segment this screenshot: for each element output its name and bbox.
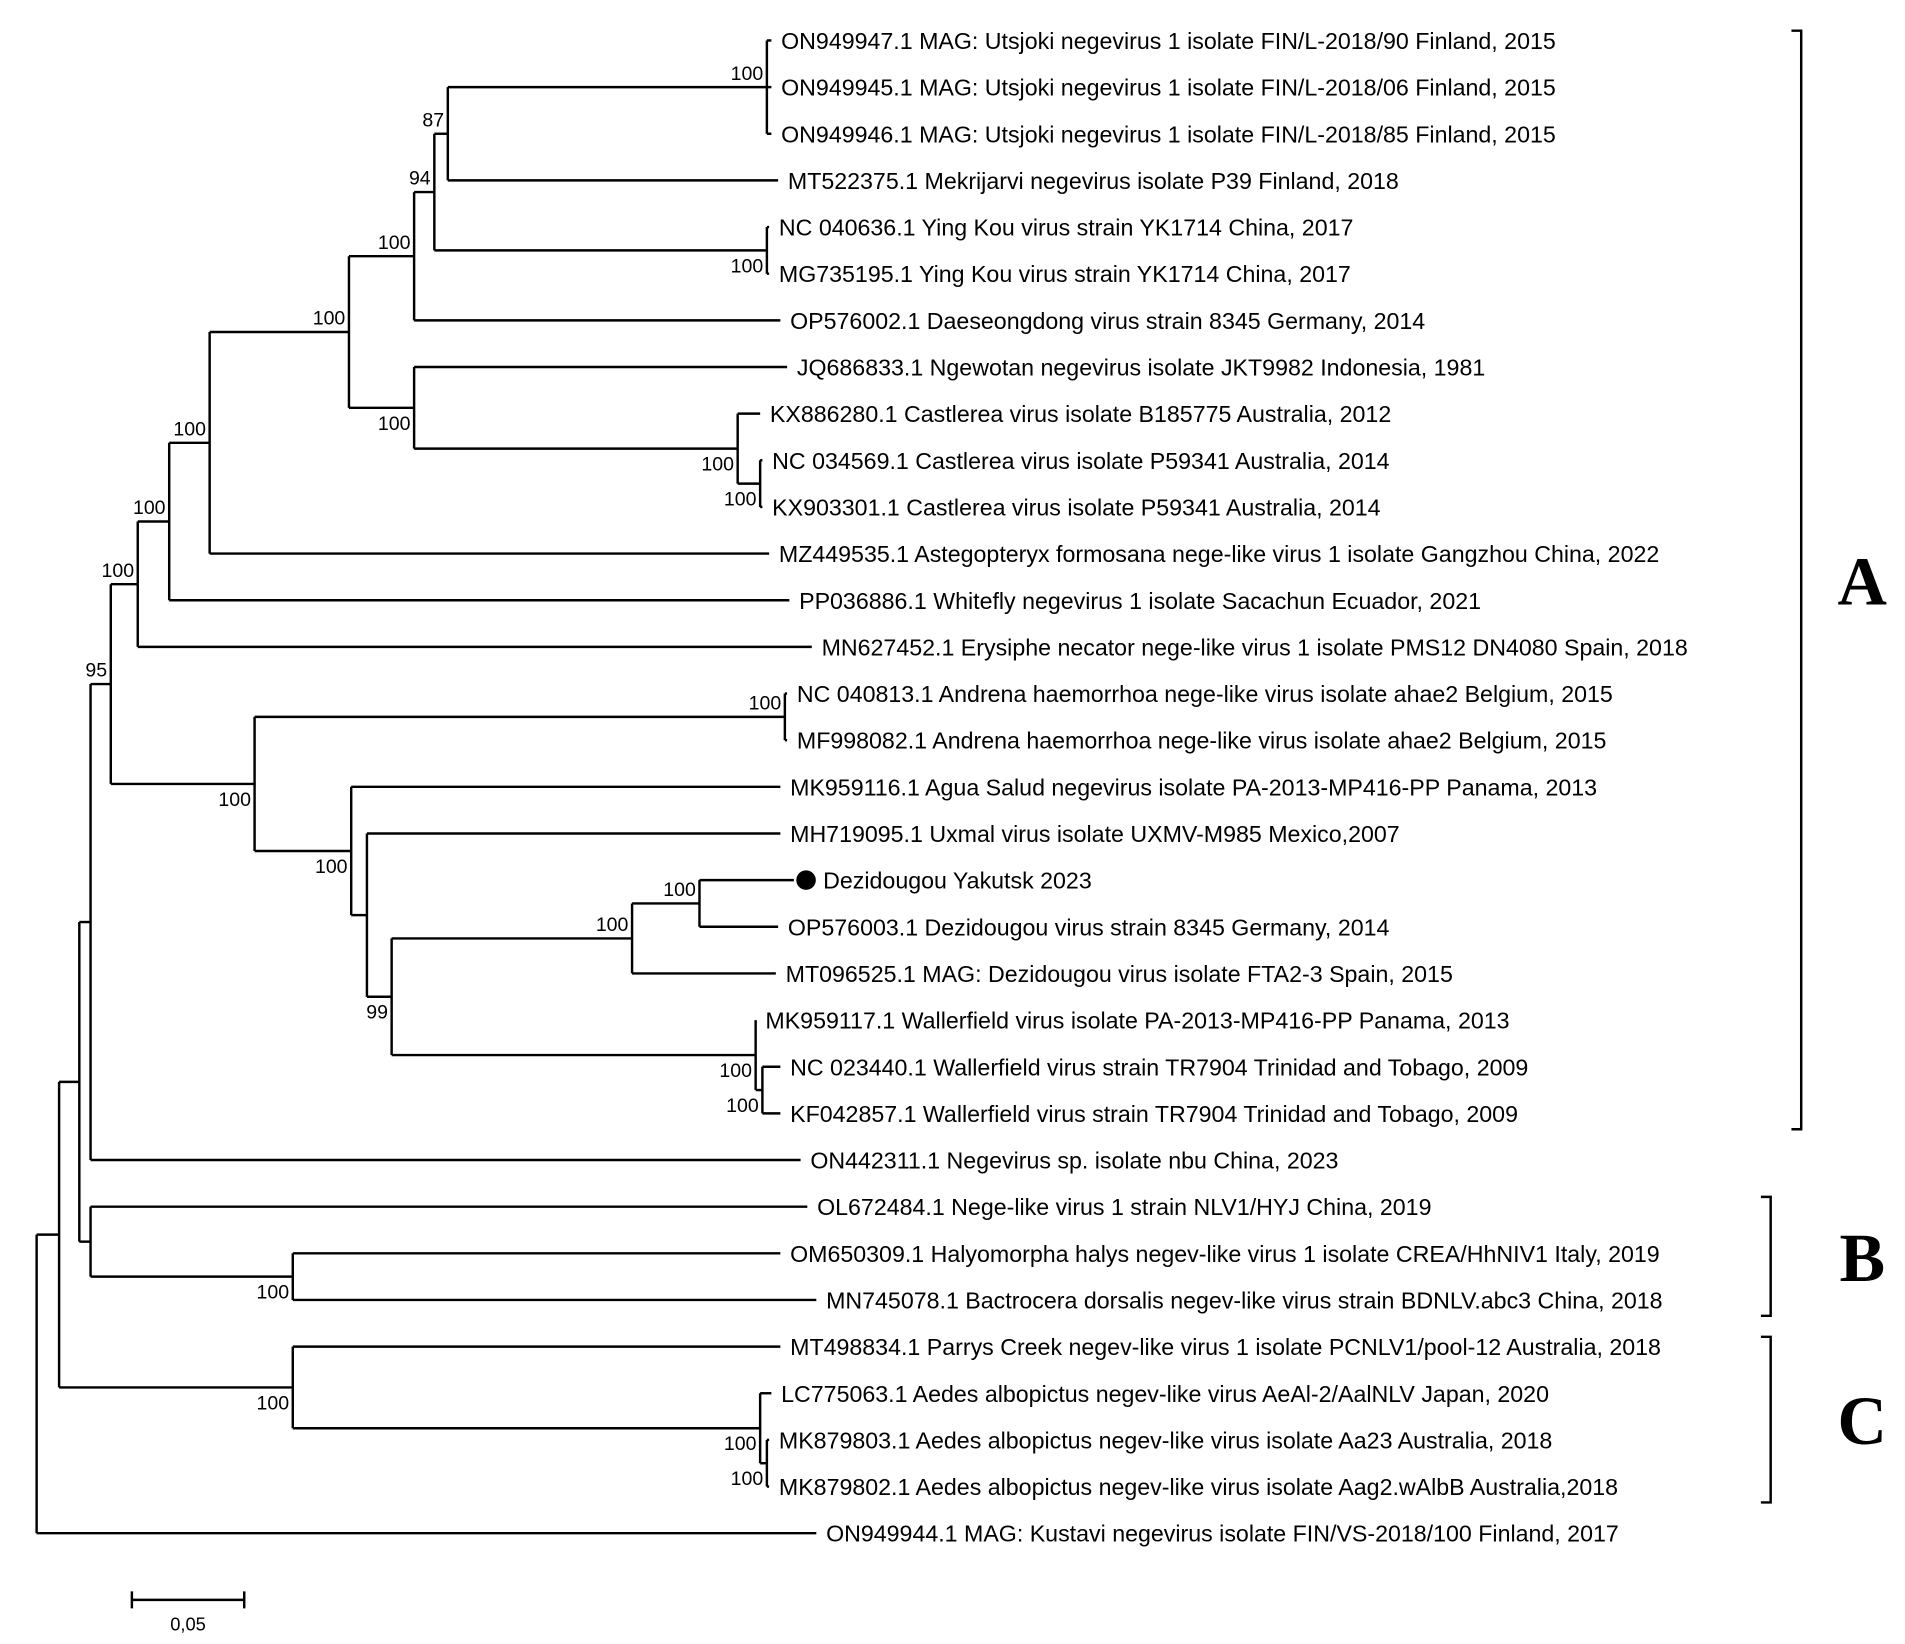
taxon-label: ON949947.1 MAG: Utsjoki negevirus 1 isol… xyxy=(781,28,1556,54)
taxon-label: Dezidougou Yakutsk 2023 xyxy=(823,868,1092,894)
bootstrap-value: 94 xyxy=(409,168,431,190)
taxon-label: MZ449535.1 Astegopteryx formosana nege-l… xyxy=(779,541,1659,567)
clade-bracket xyxy=(1760,1335,1772,1504)
taxon-label: ON949945.1 MAG: Utsjoki negevirus 1 isol… xyxy=(781,75,1556,101)
bootstrap-value: 100 xyxy=(133,497,166,519)
bootstrap-value: 100 xyxy=(313,308,346,330)
bootstrap-value: 100 xyxy=(726,1095,759,1117)
bootstrap-value: 100 xyxy=(731,255,764,277)
bootstrap-value: 100 xyxy=(731,63,764,85)
taxon-label: ON949946.1 MAG: Utsjoki negevirus 1 isol… xyxy=(781,121,1556,147)
bootstrap-value: 100 xyxy=(378,232,411,254)
bootstrap-value: 100 xyxy=(701,454,734,476)
bootstrap-value: 100 xyxy=(596,914,629,936)
bootstrap-value: 100 xyxy=(378,413,411,435)
tree-labels: 95 100 100 100 100 100 94 87 100 ON949947.1 MAG: … xyxy=(85,28,1687,1547)
scale-bar-line xyxy=(130,1591,246,1609)
filled-circle-marker xyxy=(796,870,816,890)
taxon-label: NC 040813.1 Andrena haemorrhoa nege-like… xyxy=(797,681,1613,707)
taxon-label: KX903301.1 Castlerea virus isolate P5934… xyxy=(772,494,1381,520)
bootstrap-value: 100 xyxy=(257,1392,290,1414)
scale-bar-label: 0,05 xyxy=(170,1613,206,1634)
clade-bracket xyxy=(1791,29,1803,1131)
taxon-label: NC 034569.1 Castlerea virus isolate P593… xyxy=(772,448,1390,474)
taxon-label: MK879803.1 Aedes albopictus negev-like v… xyxy=(779,1427,1552,1453)
bootstrap-value: 100 xyxy=(724,489,757,511)
taxon-label: MF998082.1 Andrena haemorrhoa nege-like … xyxy=(797,728,1607,754)
taxon-label: LC775063.1 Aedes albopictus negev-like v… xyxy=(781,1381,1549,1407)
bootstrap-value: 99 xyxy=(366,1002,388,1024)
clade-bracket xyxy=(1760,1195,1772,1318)
bootstrap-value: 100 xyxy=(173,418,206,440)
bootstrap-value: 95 xyxy=(85,660,107,682)
taxon-label: MK959117.1 Wallerfield virus isolate PA-… xyxy=(765,1008,1509,1034)
taxon-label: KX886280.1 Castlerea virus isolate B1857… xyxy=(770,401,1391,427)
taxon-label: JQ686833.1 Ngewotan negevirus isolate JK… xyxy=(797,355,1485,381)
bootstrap-value: 100 xyxy=(731,1468,764,1490)
bootstrap-value: 100 xyxy=(257,1282,290,1304)
clade-label: C xyxy=(1838,1383,1887,1459)
taxon-label: MK959116.1 Agua Salud negevirus isolate … xyxy=(790,774,1597,800)
taxon-label: MN627452.1 Erysiphe necator nege-like vi… xyxy=(822,634,1688,660)
tree-branches xyxy=(35,39,817,1535)
taxon-label: PP036886.1 Whitefly negevirus 1 isolate … xyxy=(799,588,1481,614)
clade-brackets: A B C xyxy=(1760,29,1887,1504)
bootstrap-value: 100 xyxy=(315,856,348,878)
scale-bar: 0,05 xyxy=(130,1591,246,1634)
bootstrap-value: 100 xyxy=(724,1433,757,1455)
taxon-label: MT096525.1 MAG: Dezidougou virus isolate… xyxy=(786,961,1453,987)
taxon-label: MK879802.1 Aedes albopictus negev-like v… xyxy=(779,1474,1618,1500)
taxon-label: OM650309.1 Halyomorpha halys negev-like … xyxy=(790,1241,1660,1267)
bootstrap-value: 100 xyxy=(663,879,696,901)
taxon-label: OL672484.1 Nege-like virus 1 strain NLV1… xyxy=(817,1194,1431,1220)
taxon-label: MH719095.1 Uxmal virus isolate UXMV-M985… xyxy=(790,821,1400,847)
taxon-label: NC 040636.1 Ying Kou virus strain YK1714… xyxy=(779,215,1354,241)
taxon-label: NC 023440.1 Wallerfield virus strain TR7… xyxy=(790,1054,1528,1080)
bootstrap-value: 100 xyxy=(719,1060,752,1082)
taxon-label: MN745078.1 Bactrocera dorsalis negev-lik… xyxy=(826,1288,1662,1314)
taxon-label: MG735195.1 Ying Kou virus strain YK1714 … xyxy=(779,261,1351,287)
taxon-label: MT498834.1 Parrys Creek negev-like virus… xyxy=(790,1334,1661,1360)
bootstrap-value: 100 xyxy=(749,693,782,715)
taxon-label: OP576003.1 Dezidougou virus strain 8345 … xyxy=(788,914,1390,940)
bootstrap-value: 100 xyxy=(102,560,135,582)
taxon-label: MT522375.1 Mekrijarvi negevirus isolate … xyxy=(788,168,1399,194)
taxon-label: ON442311.1 Negevirus sp. isolate nbu Chi… xyxy=(810,1148,1338,1174)
clade-label: B xyxy=(1839,1220,1885,1296)
clade-label: A xyxy=(1838,543,1887,619)
taxon-label: ON949944.1 MAG: Kustavi negevirus isolat… xyxy=(826,1521,1619,1547)
bootstrap-value: 87 xyxy=(422,109,444,131)
taxon-label: KF042857.1 Wallerfield virus strain TR79… xyxy=(790,1101,1518,1127)
bootstrap-value: 100 xyxy=(218,789,251,811)
taxon-label: OP576002.1 Daeseongdong virus strain 834… xyxy=(790,308,1425,334)
